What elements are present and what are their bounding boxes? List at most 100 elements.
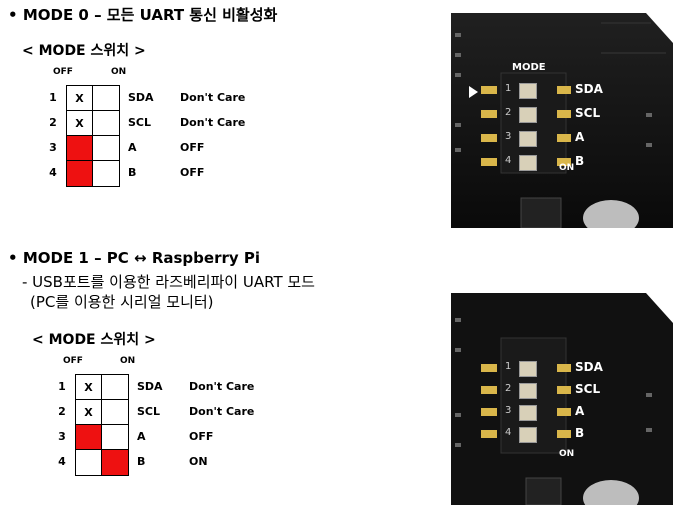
- photo2-side-label: A: [575, 404, 585, 418]
- photo2-right-pad: [557, 430, 571, 438]
- mode0-bullet: •: [8, 6, 18, 24]
- photo1-side-label: SCL: [575, 106, 601, 120]
- mode1-state-label: ON: [189, 455, 208, 468]
- photo1-mode-label: MODE: [512, 62, 546, 73]
- mode1-on-label: ON: [120, 356, 136, 366]
- mode0-row-number: 1: [49, 91, 57, 104]
- photo2-switch-number: 3: [505, 405, 512, 416]
- board-photo-mode0: MODE 1 SDA 2 SCL 3 A 4 B ON: [451, 13, 673, 228]
- mode1-switch-cell-left: X: [76, 400, 102, 425]
- mode0-title: MODE 0 – 모든 UART 통신 비활성화: [22, 6, 278, 24]
- mode0-state-label: Don't Care: [180, 91, 246, 104]
- photo1-dip-switch: [519, 107, 537, 123]
- mode1-signal-label: SDA: [137, 380, 163, 393]
- photo1-side-label: A: [575, 130, 585, 144]
- mode0-row-number: 3: [49, 141, 57, 154]
- photo1-left-pad: [481, 110, 497, 118]
- board-photo-graphic-2: [451, 293, 673, 505]
- mode1-desc-line2: (PC를 이용한 시리얼 모니터): [30, 293, 214, 311]
- photo2-switch-number: 4: [505, 427, 512, 438]
- mode0-signal-label: SCL: [128, 116, 152, 129]
- mode1-switch-cell-left: [76, 450, 102, 475]
- mode1-row-number: 2: [58, 405, 66, 418]
- mode0-row-number: 4: [49, 166, 57, 179]
- photo2-dip-switch: [519, 383, 537, 399]
- mode1-heading: • MODE 1 – PC ↔ Raspberry Pi: [8, 249, 260, 267]
- mode1-bullet: •: [8, 249, 18, 267]
- photo1-on-label: ON: [559, 163, 575, 173]
- mode0-switch-cell-right: [93, 161, 119, 186]
- mode0-switch-cell-left: [67, 161, 93, 186]
- photo2-side-label: SDA: [575, 360, 603, 374]
- mode0-switch-cell-right: [93, 136, 119, 161]
- photo2-dip-switch: [519, 361, 537, 377]
- photo1-switch-number: 3: [505, 131, 512, 142]
- mode1-row-number: 4: [58, 455, 66, 468]
- photo1-left-pad: [481, 158, 497, 166]
- mode1-row-number: 3: [58, 430, 66, 443]
- photo1-right-pad: [557, 86, 571, 94]
- mode0-switch-cell-left: [67, 136, 93, 161]
- photo1-right-pad: [557, 134, 571, 142]
- photo2-right-pad: [557, 408, 571, 416]
- photo2-left-pad: [481, 364, 497, 372]
- photo1-switch-number: 4: [505, 155, 512, 166]
- mode1-state-label: OFF: [189, 430, 214, 443]
- photo1-switch-number: 1: [505, 83, 512, 94]
- photo2-switch-number: 2: [505, 383, 512, 394]
- mode1-signal-label: A: [137, 430, 146, 443]
- photo1-dip-switch: [519, 83, 537, 99]
- mode0-heading: • MODE 0 – 모든 UART 통신 비활성화: [8, 4, 277, 25]
- mode1-switch-title: < MODE 스위치 >: [32, 332, 156, 348]
- photo2-on-label: ON: [559, 449, 575, 459]
- mode1-desc-line1: - USB포트를 이용한 라즈베리파이 UART 모드: [22, 273, 315, 291]
- photo2-right-pad: [557, 386, 571, 394]
- mode1-switch-cell-right: [102, 375, 128, 400]
- photo2-dip-switch: [519, 427, 537, 443]
- photo2-switch-number: 1: [505, 361, 512, 372]
- mode1-switch-cell-right: [102, 425, 128, 450]
- photo1-switch-number: 2: [505, 107, 512, 118]
- photo2-right-pad: [557, 364, 571, 372]
- mode0-switch-cell-right: [93, 86, 119, 111]
- photo2-side-label: SCL: [575, 382, 601, 396]
- mode1-switch-cell-left: [76, 425, 102, 450]
- mode1-switch-cell-right: [102, 450, 128, 475]
- mode1-signal-label: B: [137, 455, 146, 468]
- photo2-left-pad: [481, 386, 497, 394]
- mode1-state-label: Don't Care: [189, 405, 255, 418]
- photo2-side-label: B: [575, 426, 585, 440]
- photo1-dip-switch: [519, 131, 537, 147]
- board-photo-mode1: 1 SDA 2 SCL 3 A 4 B ON: [451, 293, 673, 505]
- photo2-left-pad: [481, 430, 497, 438]
- mode0-off-label: OFF: [53, 67, 73, 77]
- mode0-state-label: Don't Care: [180, 116, 246, 129]
- mode1-off-label: OFF: [63, 356, 83, 366]
- mode1-signal-label: SCL: [137, 405, 161, 418]
- mode0-switch-title: < MODE 스위치 >: [22, 43, 146, 59]
- mode0-on-label: ON: [111, 67, 127, 77]
- board-photo-graphic: [451, 13, 673, 228]
- mode1-state-label: Don't Care: [189, 380, 255, 393]
- mode0-switch-cell-right: [93, 111, 119, 136]
- mode1-switch-cell-left: X: [76, 375, 102, 400]
- mode1-title: MODE 1 – PC ↔ Raspberry Pi: [22, 249, 261, 267]
- mode1-switch-cell-right: [102, 400, 128, 425]
- photo1-left-pad: [481, 86, 497, 94]
- photo1-right-pad: [557, 110, 571, 118]
- photo1-pointer-icon: [469, 86, 478, 98]
- photo1-side-label: SDA: [575, 82, 603, 96]
- mode0-signal-label: B: [128, 166, 137, 179]
- mode0-signal-label: A: [128, 141, 137, 154]
- photo1-right-pad: [557, 158, 571, 166]
- mode0-signal-label: SDA: [128, 91, 154, 104]
- photo2-dip-switch: [519, 405, 537, 421]
- photo1-left-pad: [481, 134, 497, 142]
- mode0-switch-cell-left: X: [67, 111, 93, 136]
- photo1-side-label: B: [575, 154, 585, 168]
- mode0-state-label: OFF: [180, 141, 205, 154]
- mode1-row-number: 1: [58, 380, 66, 393]
- photo1-dip-switch: [519, 155, 537, 171]
